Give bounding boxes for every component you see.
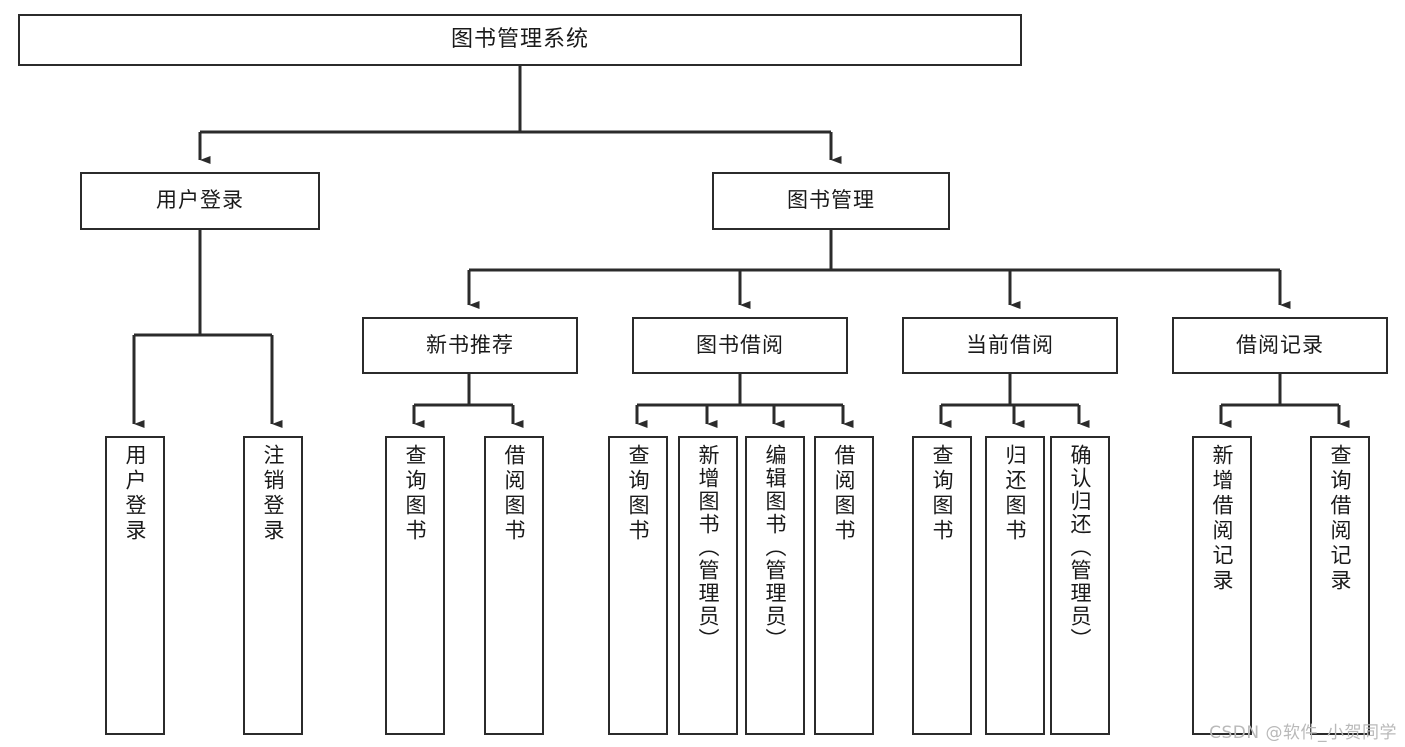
leaf-query-book-1[interactable]: 查询图书 xyxy=(385,436,445,735)
leaf-borrow-book-2[interactable]: 借阅图书 xyxy=(814,436,874,735)
leaf-borrow-book-1-label: 借阅图书 xyxy=(502,444,527,544)
leaf-query-book-2-label: 查询图书 xyxy=(626,444,651,544)
node-current-borrow[interactable]: 当前借阅 xyxy=(902,317,1118,374)
leaf-query-book-3-label: 查询图书 xyxy=(930,444,955,544)
node-new-book-rec[interactable]: 新书推荐 xyxy=(362,317,578,374)
node-book-borrow[interactable]: 图书借阅 xyxy=(632,317,848,374)
node-book-manage-label: 图书管理 xyxy=(787,188,875,213)
leaf-return-book[interactable]: 归还图书 xyxy=(985,436,1045,735)
leaf-user-login[interactable]: 用户登录 xyxy=(105,436,165,735)
leaf-query-record-label: 查询借阅记录 xyxy=(1328,444,1353,594)
node-root[interactable]: 图书管理系统 xyxy=(18,14,1022,66)
leaf-user-logout[interactable]: 注销登录 xyxy=(243,436,303,735)
leaf-user-login-label: 用户登录 xyxy=(123,444,148,544)
leaf-add-book[interactable]: 新增图书（管理员） xyxy=(678,436,738,735)
leaf-query-record[interactable]: 查询借阅记录 xyxy=(1310,436,1370,735)
csdn-watermark: CSDN @软件_小贺同学 xyxy=(1209,723,1397,743)
leaf-query-book-2[interactable]: 查询图书 xyxy=(608,436,668,735)
node-user-login-label: 用户登录 xyxy=(156,188,244,213)
leaf-edit-book[interactable]: 编辑图书（管理员） xyxy=(745,436,805,735)
leaf-user-logout-label: 注销登录 xyxy=(261,444,286,544)
leaf-borrow-book-2-label: 借阅图书 xyxy=(832,444,857,544)
leaf-edit-book-label: 编辑图书（管理员） xyxy=(763,444,788,651)
leaf-add-record-label: 新增借阅记录 xyxy=(1210,444,1235,594)
node-new-book-rec-label: 新书推荐 xyxy=(426,332,514,357)
leaf-borrow-book-1[interactable]: 借阅图书 xyxy=(484,436,544,735)
leaf-confirm-return[interactable]: 确认归还（管理员） xyxy=(1050,436,1110,735)
node-book-manage[interactable]: 图书管理 xyxy=(712,172,950,230)
node-borrow-record[interactable]: 借阅记录 xyxy=(1172,317,1388,374)
node-borrow-record-label: 借阅记录 xyxy=(1236,332,1324,357)
leaf-add-record[interactable]: 新增借阅记录 xyxy=(1192,436,1252,735)
leaf-query-book-1-label: 查询图书 xyxy=(403,444,428,544)
node-book-borrow-label: 图书借阅 xyxy=(696,332,784,357)
node-root-label: 图书管理系统 xyxy=(450,26,589,52)
leaf-add-book-label: 新增图书（管理员） xyxy=(696,444,721,651)
node-user-login[interactable]: 用户登录 xyxy=(80,172,320,230)
leaf-confirm-return-label: 确认归还（管理员） xyxy=(1068,444,1093,651)
leaf-query-book-3[interactable]: 查询图书 xyxy=(912,436,972,735)
node-current-borrow-label: 当前借阅 xyxy=(966,332,1054,357)
leaf-return-book-label: 归还图书 xyxy=(1003,444,1028,544)
